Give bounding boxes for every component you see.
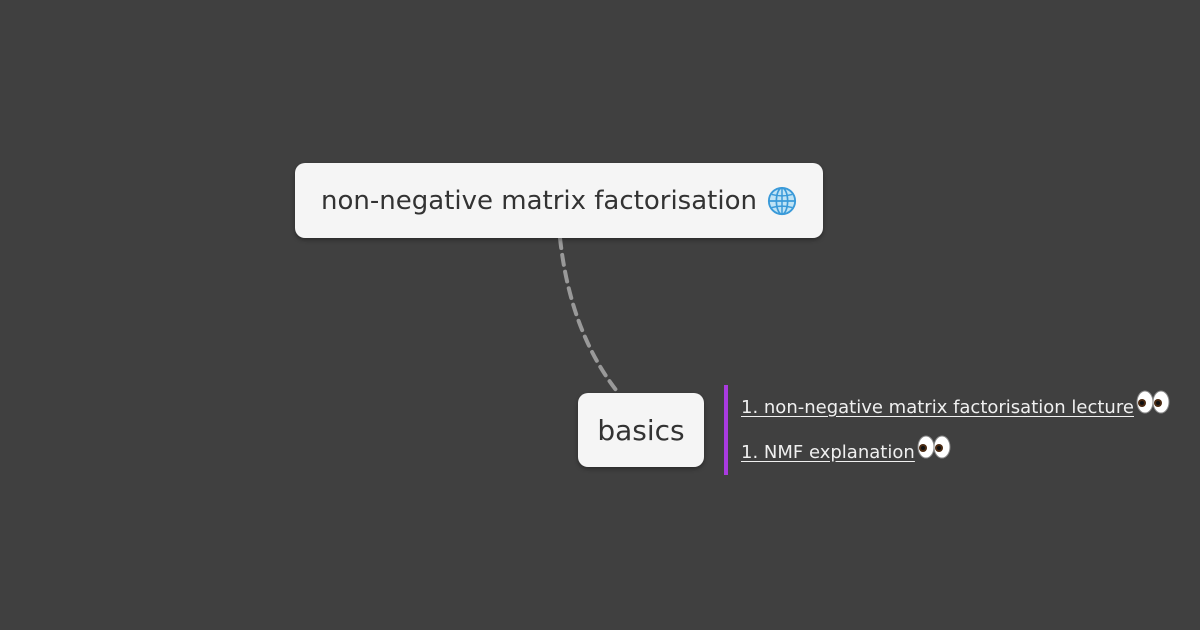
basics-node-label: basics <box>597 413 685 447</box>
root-node[interactable]: non-negative matrix factorisation <box>295 163 823 238</box>
note-link-lecture[interactable]: 1. non-negative matrix factorisation lec… <box>741 385 1194 430</box>
note-link-nmf-explanation-label: 1. NMF explanation <box>741 442 915 463</box>
root-node-label: non-negative matrix factorisation <box>321 185 757 216</box>
notes-panel: 1. non-negative matrix factorisation lec… <box>724 385 1194 475</box>
globe-icon <box>767 186 797 215</box>
note-link-lecture-label: 1. non-negative matrix factorisation lec… <box>741 397 1134 418</box>
eyes-icon <box>917 435 951 458</box>
note-link-nmf-explanation[interactable]: 1. NMF explanation <box>741 430 1194 475</box>
basics-node[interactable]: basics <box>578 393 704 467</box>
eyes-icon <box>1136 390 1170 413</box>
root-to-basics-connector <box>558 236 618 392</box>
